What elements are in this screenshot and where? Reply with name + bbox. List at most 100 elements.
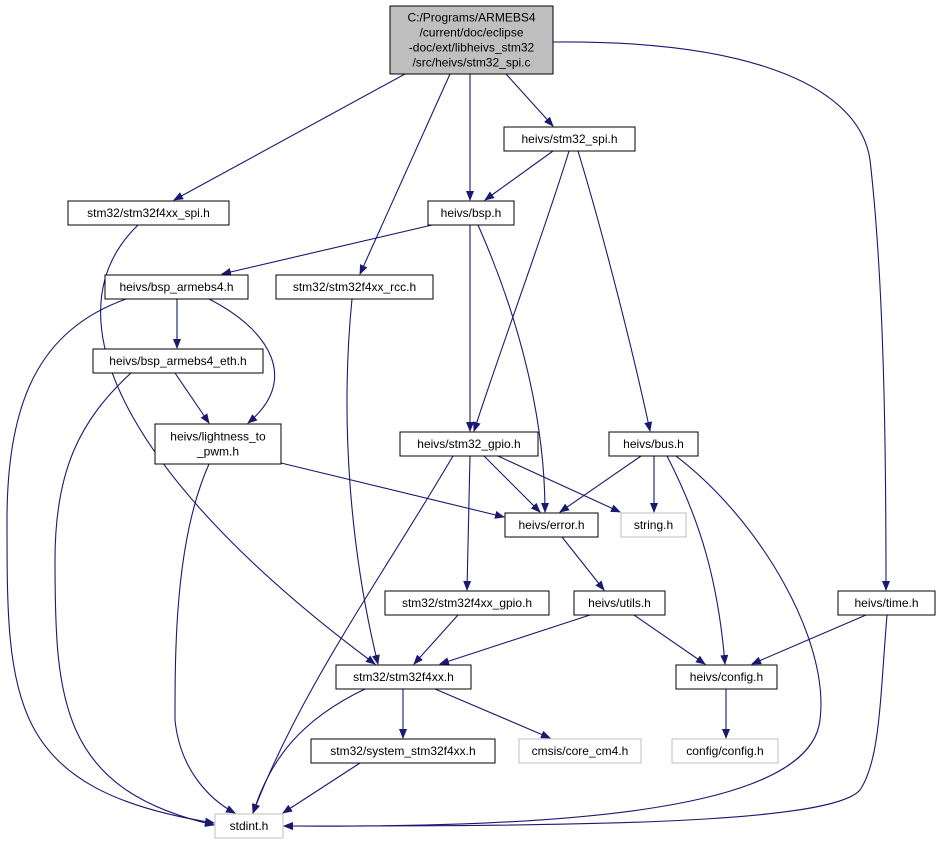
node-box (335, 664, 472, 690)
node-label: stm32/stm32f4xx.h (353, 670, 454, 684)
node-label: stm32/system_stm32f4xx.h (330, 744, 475, 758)
node-lightness-h[interactable]: heivs/lightness_to_pwm.h (154, 423, 282, 465)
node-box (837, 590, 936, 616)
node-time-h[interactable]: heivs/time.h (837, 590, 936, 616)
node-box (384, 590, 550, 616)
edge-lightness_h-to-error_h (280, 462, 505, 519)
node-box (504, 512, 599, 538)
node-label: heivs/stm32_spi.h (521, 132, 617, 146)
node-bus-h[interactable]: heivs/bus.h (608, 431, 699, 457)
node-box (620, 512, 687, 538)
node-label: heivs/lightness_to (170, 430, 266, 444)
node-bsp-armebs4-eth-h[interactable]: heivs/bsp_armebs4_eth.h (92, 348, 264, 374)
node-root: C:/Programs/ARMEBS4/current/doc/eclipse-… (389, 5, 554, 75)
edge-stm32f4xx_h-to-stdint_h (251, 688, 366, 814)
node-label: heivs/bsp_armebs4_eth.h (109, 354, 246, 368)
edge-root-to-time_h (552, 41, 890, 591)
edge-bus_h-to-error_h (559, 455, 642, 513)
node-box (310, 738, 496, 764)
node-label: stdint.h (230, 819, 269, 833)
node-config-config-h: config/config.h (671, 738, 779, 764)
edge-stm32_gpio_h-to-stm32f4xx_gpio_h (463, 455, 472, 591)
node-label: /current/doc/eclipse (419, 26, 523, 40)
node-label: cmsis/core_cm4.h (532, 744, 629, 758)
edges-layer (6, 41, 890, 831)
edge-heivs_stm32_spi_h-to-bus_h (577, 150, 653, 432)
node-label: heivs/bsp_armebs4.h (119, 280, 233, 294)
node-label: stm32/stm32f4xx_gpio.h (402, 596, 532, 610)
node-utils-h[interactable]: heivs/utils.h (573, 590, 666, 616)
node-box (675, 664, 778, 690)
edge-heivs_stm32_spi_h-to-stm32_gpio_h (472, 150, 570, 432)
edge-heivs_bsp_h-to-error_h (477, 224, 549, 513)
node-label: heivs/utils.h (588, 596, 651, 610)
node-box (671, 738, 779, 764)
node-box (389, 5, 554, 75)
node-box (573, 590, 666, 616)
node-label: /src/heivs/stm32_spi.c (412, 56, 530, 70)
node-config-h[interactable]: heivs/config.h (675, 664, 778, 690)
edge-error_h-to-utils_h (561, 536, 605, 591)
edge-bsp_armebs4_eth_h-to-lightness_h (174, 372, 210, 424)
node-label: heivs/bus.h (623, 437, 684, 451)
edge-root-to-stm32f4xx_rcc_h (359, 73, 451, 275)
node-string-h: string.h (620, 512, 687, 538)
edge-system_stm32f4xx_h-to-stdint_h (282, 762, 361, 814)
node-label: heivs/time.h (854, 596, 918, 610)
node-box (214, 813, 284, 839)
edge-stm32_gpio_h-to-error_h (483, 455, 541, 513)
node-label: heivs/error.h (518, 518, 584, 532)
edge-time_h-to-config_h (751, 614, 867, 665)
node-box (154, 423, 282, 465)
node-label: heivs/stm32_gpio.h (417, 437, 520, 451)
edge-bsp_armebs4_eth_h-to-stdint_h (54, 372, 215, 827)
node-bsp-armebs4-h[interactable]: heivs/bsp_armebs4.h (104, 274, 249, 300)
node-heivs-stm32-spi-h[interactable]: heivs/stm32_spi.h (503, 126, 636, 152)
node-box (399, 431, 539, 457)
nodes-layer: C:/Programs/ARMEBS4/current/doc/eclipse-… (67, 5, 936, 839)
node-box (92, 348, 264, 374)
node-box (503, 126, 636, 152)
node-stdint-h: stdint.h (214, 813, 284, 839)
node-box (67, 200, 230, 226)
node-label: C:/Programs/ARMEBS4 (407, 11, 535, 25)
node-box (608, 431, 699, 457)
edge-utils_h-to-config_h (633, 614, 706, 665)
edge-stm32_gpio_h-to-string_h (497, 455, 621, 513)
node-box (427, 200, 515, 226)
node-label: heivs/bsp.h (441, 206, 502, 220)
edge-root-to-heivs_stm32_spi_h (505, 73, 554, 127)
edge-stm32_gpio_h-to-stdint_h (252, 455, 454, 814)
edge-stm32f4xx_spi_h-to-stm32f4xx_h (100, 224, 376, 665)
edge-bsp_armebs4_h-to-lightness_h (208, 298, 276, 424)
node-label: -doc/ext/libheivs_stm32 (409, 41, 535, 55)
edge-bus_h-to-config_h (666, 455, 729, 665)
edge-lightness_h-to-stdint_h (174, 463, 236, 814)
node-error-h[interactable]: heivs/error.h (504, 512, 599, 538)
node-label: string.h (634, 518, 673, 532)
node-stm32f4xx-spi-h[interactable]: stm32/stm32f4xx_spi.h (67, 200, 230, 226)
node-label: heivs/config.h (690, 670, 763, 684)
node-system-stm32f4xx-h[interactable]: stm32/system_stm32f4xx.h (310, 738, 496, 764)
node-label: stm32/stm32f4xx_rcc.h (293, 280, 416, 294)
edge-stm32f4xx_gpio_h-to-stm32f4xx_h (413, 614, 459, 665)
edge-root-to-stm32f4xx_spi_h (173, 73, 406, 201)
node-box (275, 274, 434, 300)
node-label: stm32/stm32f4xx_spi.h (87, 206, 210, 220)
node-heivs-bsp-h[interactable]: heivs/bsp.h (427, 200, 515, 226)
node-core-cm4-h: cmsis/core_cm4.h (518, 738, 642, 764)
node-box (104, 274, 249, 300)
edge-time_h-to-stdint_h (283, 614, 888, 830)
edge-stm32f4xx_rcc_h-to-stm32f4xx_h (346, 298, 380, 665)
node-stm32f4xx-gpio-h[interactable]: stm32/stm32f4xx_gpio.h (384, 590, 550, 616)
edge-bus_h-to-stdint_h (283, 455, 822, 831)
node-label: _pwm.h (196, 445, 239, 459)
node-stm32f4xx-rcc-h[interactable]: stm32/stm32f4xx_rcc.h (275, 274, 434, 300)
edge-utils_h-to-stm32f4xx_h (439, 614, 591, 666)
node-stm32f4xx-h[interactable]: stm32/stm32f4xx.h (335, 664, 472, 690)
node-stm32-gpio-h[interactable]: heivs/stm32_gpio.h (399, 431, 539, 457)
edge-heivs_stm32_spi_h-to-heivs_bsp_h (484, 150, 554, 201)
edge-stm32f4xx_h-to-core_cm4_h (434, 688, 551, 739)
